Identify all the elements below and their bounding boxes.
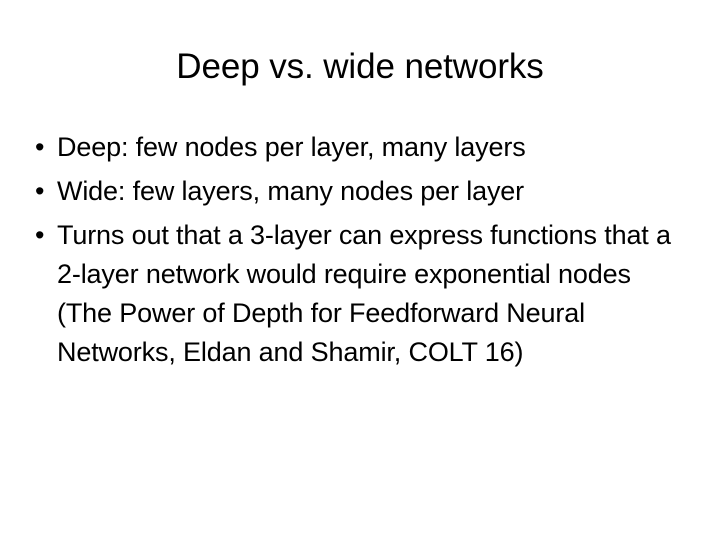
bullet-point-icon: •: [35, 220, 45, 250]
list-item-text: Wide: few layers, many nodes per layer: [57, 176, 524, 206]
list-item-text: Deep: few nodes per layer, many layers: [57, 132, 526, 162]
page-title: Deep vs. wide networks: [176, 47, 544, 86]
bullet-point-icon: •: [35, 132, 45, 162]
list-item-text: Turns out that a 3-layer can express fun…: [57, 220, 671, 367]
bullet-list: • Deep: few nodes per layer, many layers…: [28, 128, 692, 372]
list-item: • Wide: few layers, many nodes per layer: [28, 172, 692, 211]
list-item: • Turns out that a 3-layer can express f…: [28, 216, 692, 372]
list-item: • Deep: few nodes per layer, many layers: [28, 128, 692, 167]
bullet-point-icon: •: [35, 176, 45, 206]
